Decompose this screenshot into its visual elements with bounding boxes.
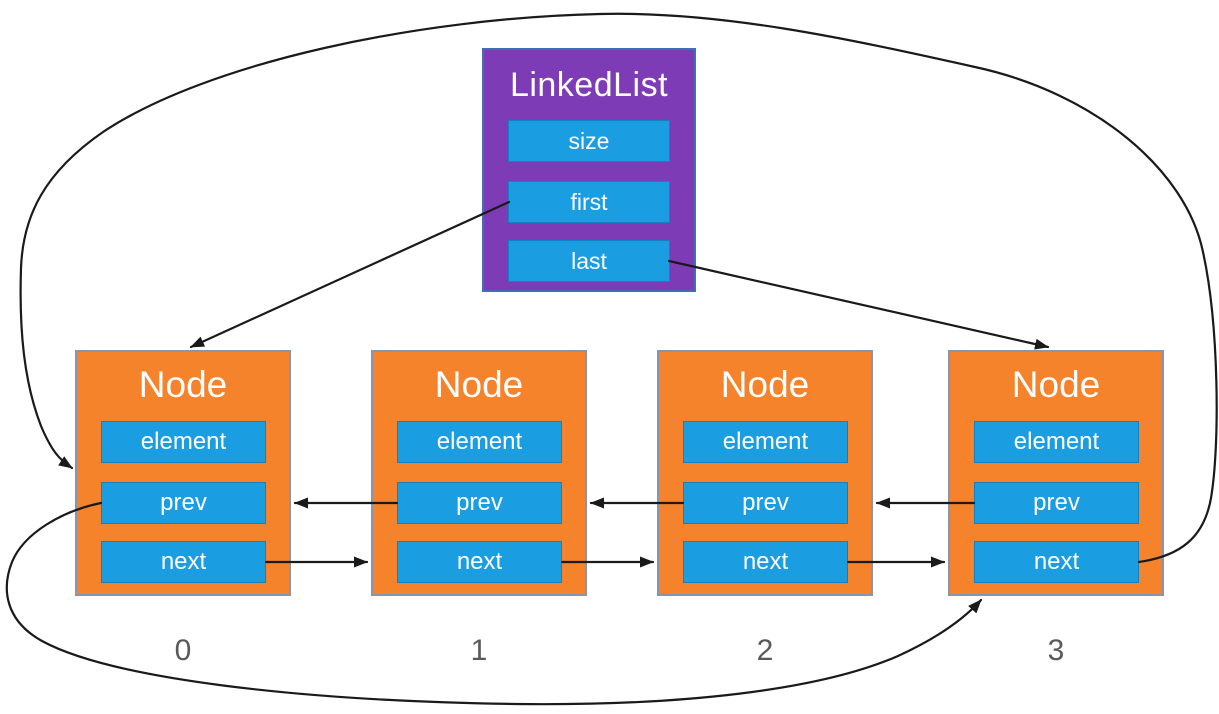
node-1-field-next: next xyxy=(397,541,562,583)
node-0-field-element: element xyxy=(101,421,266,463)
linkedlist-field-first: first xyxy=(508,181,670,223)
node-2: Node element prev next xyxy=(657,350,873,596)
node-1-title: Node xyxy=(434,364,524,405)
node-0-index-label: 0 xyxy=(174,634,192,667)
node-2-field-next: next xyxy=(683,541,848,583)
linkedlist-title: LinkedList xyxy=(509,66,669,104)
node-3-field-element: element xyxy=(974,421,1139,463)
node-2-field-element: element xyxy=(683,421,848,463)
node-0-field-next: next xyxy=(101,541,266,583)
node-2-title: Node xyxy=(720,364,810,405)
node-2-index-label: 2 xyxy=(756,634,774,667)
node-1-field-prev: prev xyxy=(397,482,562,524)
node-2-field-prev: prev xyxy=(683,482,848,524)
node-0: Node element prev next xyxy=(75,350,291,596)
node-3-index-label: 3 xyxy=(1047,634,1065,667)
node-3-field-prev: prev xyxy=(974,482,1139,524)
node-3: Node element prev next xyxy=(948,350,1164,596)
node-1-field-element: element xyxy=(397,421,562,463)
linkedlist-field-last: last xyxy=(508,240,670,282)
node-0-field-prev: prev xyxy=(101,482,266,524)
arrow-last-to-node3 xyxy=(667,259,1050,350)
linkedlist-field-size: size xyxy=(508,120,670,162)
node-1: Node element prev next xyxy=(371,350,587,596)
linkedlist-box: LinkedList size first last xyxy=(482,48,696,292)
arrow-first-to-node0 xyxy=(189,200,511,349)
node-0-title: Node xyxy=(138,364,228,405)
node-3-title: Node xyxy=(1011,364,1101,405)
node-3-field-next: next xyxy=(974,541,1139,583)
node-1-index-label: 1 xyxy=(470,634,488,667)
